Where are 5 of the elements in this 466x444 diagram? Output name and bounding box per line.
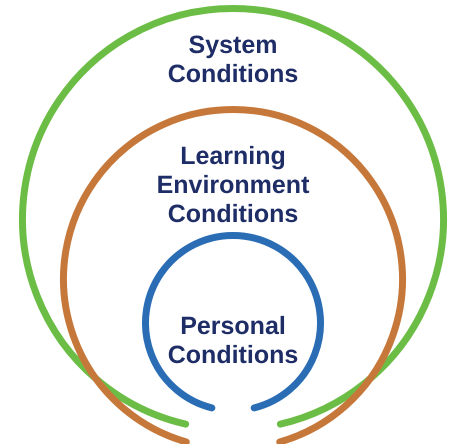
open-ring (142, 232, 324, 414)
open-ring (60, 106, 406, 444)
ring-label: Learning Environment Conditions (156, 142, 310, 229)
ring-label: System Conditions (166, 31, 300, 89)
ring-label: Personal Conditions (166, 312, 300, 370)
